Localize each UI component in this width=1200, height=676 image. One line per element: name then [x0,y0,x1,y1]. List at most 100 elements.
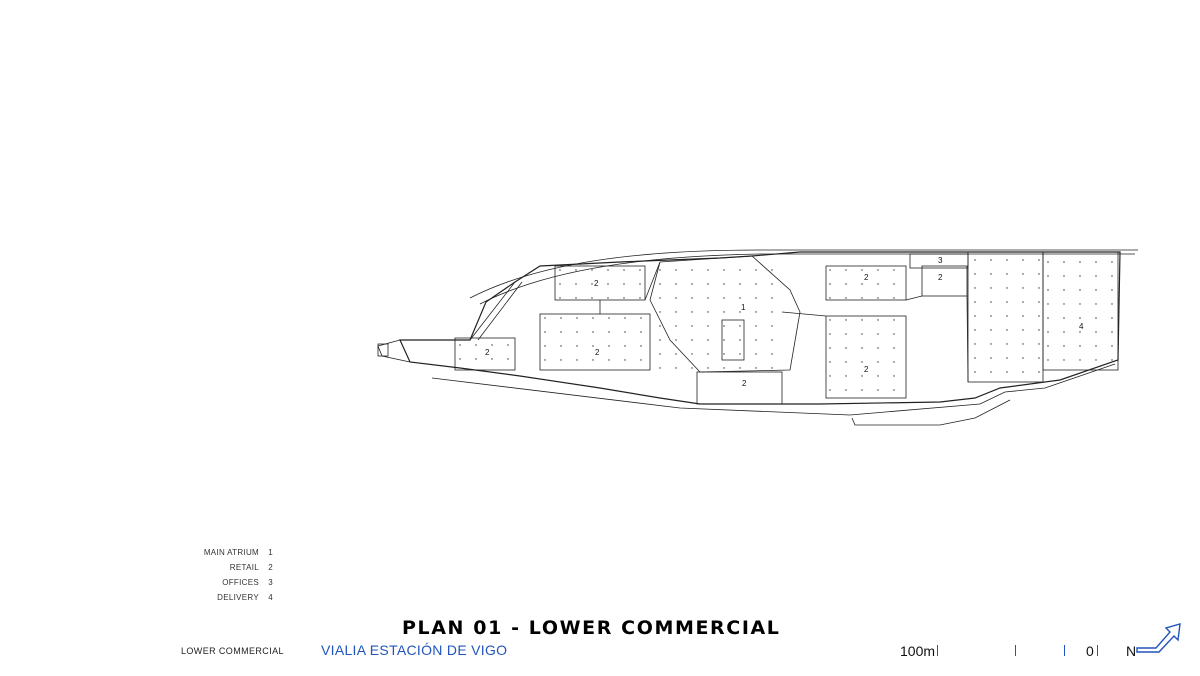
column-dot [1006,301,1008,303]
column-dot [990,273,992,275]
retail-zone-c [454,337,516,371]
column-dot [1079,261,1081,263]
column-dot [675,297,677,299]
legend-item: Main Atrium1 [150,548,275,562]
column-dot [691,283,693,285]
column-dot [1038,287,1040,289]
column-dot [1022,357,1024,359]
column-dot [640,359,642,361]
column-dot [576,331,578,333]
column-dot [507,358,509,360]
column-dot [861,319,863,321]
column-dot [1063,345,1065,347]
column-dot [1038,315,1040,317]
column-dot [755,283,757,285]
column-dot [877,361,879,363]
zone-label: 3 [938,256,943,265]
column-dot [1095,331,1097,333]
column-dot [1079,289,1081,291]
column-dot [475,358,477,360]
column-dot [990,371,992,373]
column-dot [459,358,461,360]
column-dot [639,297,641,299]
north-arrow-icon [1136,623,1181,653]
column-dot [691,311,693,313]
column-dot [707,353,709,355]
column-dot [990,287,992,289]
column-dot [1006,357,1008,359]
column-dot [639,269,641,271]
retail-zone-g [921,265,968,297]
column-dot [829,283,831,285]
column-dot [739,283,741,285]
column-dot [1047,303,1049,305]
column-dot [691,353,693,355]
column-dot [1038,301,1040,303]
column-dot [755,311,757,313]
column-dot [845,283,847,285]
scale-bar-min-label: 0 [1086,643,1094,659]
column-dot [659,297,661,299]
column-dot [990,315,992,317]
column-dot [691,367,693,369]
zone-label: 1 [741,303,746,312]
column-dot [755,269,757,271]
column-dot [659,353,661,355]
column-dot [893,283,895,285]
column-dot [739,297,741,299]
column-dot [893,361,895,363]
zone-label: 2 [485,348,490,357]
left-wing [377,339,411,363]
column-dot [592,359,594,361]
column-dot [675,325,677,327]
column-dot [1006,329,1008,331]
column-dot [861,389,863,391]
column-dot [559,269,561,271]
column-dot [623,283,625,285]
column-dot [1079,345,1081,347]
column-dot [1079,317,1081,319]
column-dot [990,259,992,261]
column-dot [755,325,757,327]
column-dot [592,345,594,347]
zone-label: 2 [742,379,747,388]
column-dot [755,367,757,369]
legend-item: Offices3 [150,578,275,592]
column-dot [771,339,773,341]
building-outline [399,251,1121,405]
column-dot [607,297,609,299]
column-dot [974,371,976,373]
zone-label: 2 [938,273,943,282]
column-dot [723,269,725,271]
street-edge [431,363,1116,416]
column-dot [1038,371,1040,373]
column-dot [974,357,976,359]
column-dot [974,287,976,289]
zone-label: 4 [1079,322,1084,331]
column-dot [893,319,895,321]
column-dot [659,339,661,341]
atrium-outline [649,255,801,373]
column-dot [771,297,773,299]
column-dot [829,269,831,271]
column-dot [1006,287,1008,289]
column-dot [691,297,693,299]
column-dot [829,333,831,335]
column-dot [739,367,741,369]
column-dot [723,311,725,313]
column-dot [1006,259,1008,261]
column-dot [845,319,847,321]
column-dot [591,283,593,285]
column-dot [1111,345,1113,347]
column-dot [624,359,626,361]
legend-item-label: Retail [229,563,259,572]
column-dot [739,269,741,271]
column-dot [675,367,677,369]
column-dot [1111,289,1113,291]
column-dot [1022,301,1024,303]
column-dot [877,269,879,271]
column-dot [829,297,831,299]
column-dot [877,389,879,391]
column-dot [576,345,578,347]
